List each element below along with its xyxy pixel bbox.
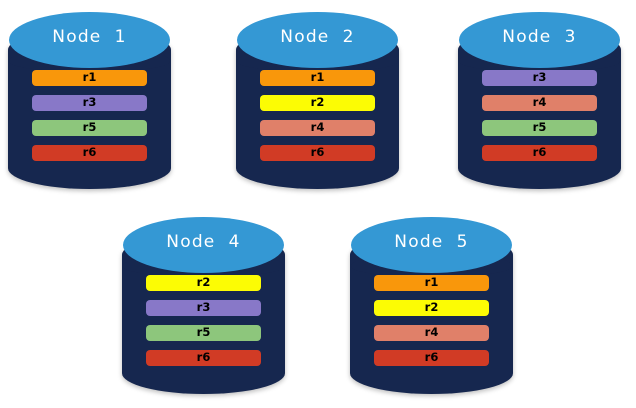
- replica-bar-r4[interactable]: r4: [374, 325, 489, 341]
- node-cylinder-2[interactable]: Node 2 r1 r2 r4 r6: [236, 8, 399, 194]
- replica-bar-r5[interactable]: r5: [482, 120, 597, 136]
- replica-bar-r1[interactable]: r1: [260, 70, 375, 86]
- node-label: Node 5: [394, 232, 469, 252]
- replica-bar-r3[interactable]: r3: [32, 95, 147, 111]
- replica-bar-r1[interactable]: r1: [374, 275, 489, 291]
- cylinder-top-ellipse-icon: [237, 12, 398, 68]
- node-cylinder-4[interactable]: Node 4 r2 r3 r5 r6: [122, 213, 285, 399]
- replica-bar-r2[interactable]: r2: [374, 300, 489, 316]
- replica-bar-r1[interactable]: r1: [32, 70, 147, 86]
- node-label: Node 1: [52, 27, 127, 47]
- cylinder-top-ellipse-icon: [459, 12, 620, 68]
- node-cylinder-5[interactable]: Node 5 r1 r2 r4 r6: [350, 213, 513, 399]
- cylinder-top-ellipse-icon: [9, 12, 170, 68]
- replica-bar-r4[interactable]: r4: [482, 95, 597, 111]
- replica-bar-r2[interactable]: r2: [146, 275, 261, 291]
- cylinder-top-ellipse-icon: [351, 217, 512, 273]
- replica-bar-r6[interactable]: r6: [146, 350, 261, 366]
- replica-stack: r1 r2 r4 r6: [260, 70, 375, 161]
- replica-stack: r1 r2 r4 r6: [374, 275, 489, 366]
- node-cylinder-3[interactable]: Node 3 r3 r4 r5 r6: [458, 8, 621, 194]
- replica-bar-r3[interactable]: r3: [146, 300, 261, 316]
- replica-bar-r6[interactable]: r6: [32, 145, 147, 161]
- replica-stack: r1 r3 r5 r6: [32, 70, 147, 161]
- replica-bar-r4[interactable]: r4: [260, 120, 375, 136]
- replica-bar-r6[interactable]: r6: [374, 350, 489, 366]
- node-cylinder-1[interactable]: Node 1 r1 r3 r5 r6: [8, 8, 171, 194]
- replica-bar-r3[interactable]: r3: [482, 70, 597, 86]
- cylinder-top-ellipse-icon: [123, 217, 284, 273]
- replica-stack: r3 r4 r5 r6: [482, 70, 597, 161]
- replica-bar-r5[interactable]: r5: [146, 325, 261, 341]
- replica-bar-r6[interactable]: r6: [260, 145, 375, 161]
- node-label: Node 2: [280, 27, 355, 47]
- replica-stack: r2 r3 r5 r6: [146, 275, 261, 366]
- replica-bar-r6[interactable]: r6: [482, 145, 597, 161]
- replica-bar-r2[interactable]: r2: [260, 95, 375, 111]
- node-label: Node 4: [166, 232, 241, 252]
- node-label: Node 3: [502, 27, 577, 47]
- replica-bar-r5[interactable]: r5: [32, 120, 147, 136]
